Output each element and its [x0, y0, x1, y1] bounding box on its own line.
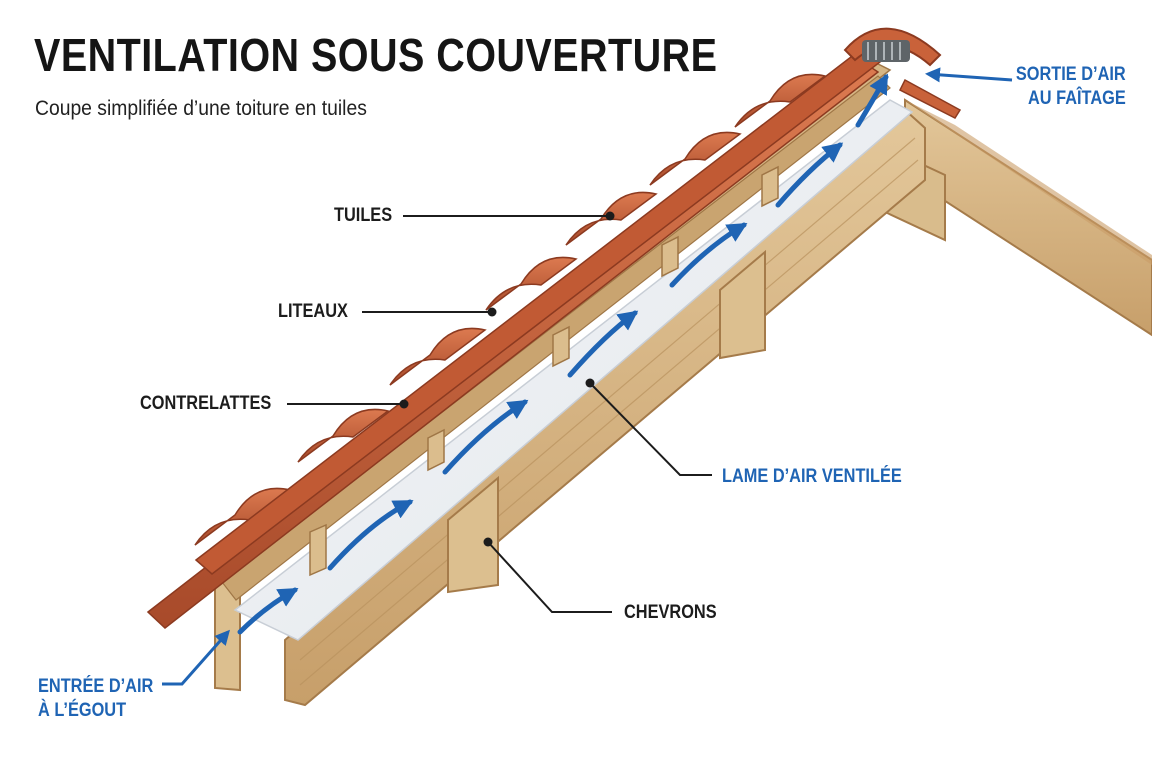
label-contrelattes: CONTRELATTES — [140, 393, 272, 414]
rafter-posts — [214, 249, 766, 692]
label-sortie-air: SORTIE D’AIR AU FAÎTAGE — [1016, 63, 1126, 111]
ridge-tile — [843, 27, 962, 119]
label-sortie-line2: AU FAÎTAGE — [1028, 88, 1126, 109]
airflow-arrow — [567, 310, 639, 378]
page-subtitle: Coupe simplifiée d’une toiture en tuiles — [35, 97, 367, 120]
airflow-arrow — [327, 499, 414, 571]
label-tuiles: TUILES — [334, 205, 393, 226]
airflow-arrow — [237, 587, 299, 635]
label-entree-line1: ENTRÉE D’AIR — [38, 676, 154, 697]
leader-lines — [162, 67, 1013, 686]
label-sortie-line1: SORTIE D’AIR — [1016, 64, 1126, 85]
rafter-beam — [284, 108, 926, 707]
airflow-arrow — [442, 399, 529, 475]
airflow-arrow — [855, 73, 889, 128]
airflow-arrows — [237, 73, 889, 635]
label-chevrons: CHEVRONS — [624, 602, 717, 623]
airflow-arrow — [669, 222, 748, 288]
tiles — [146, 49, 882, 629]
page-title: VENTILATION SOUS COUVERTURE — [34, 29, 718, 81]
label-entree-line2: À L’ÉGOUT — [38, 700, 127, 721]
label-liteaux: LITEAUX — [278, 301, 348, 322]
airflow-arrow — [775, 142, 844, 208]
label-lame-air: LAME D’AIR VENTILÉE — [722, 466, 902, 487]
label-entree-air: ENTRÉE D’AIR À L’ÉGOUT — [38, 675, 153, 723]
battens — [309, 165, 779, 577]
